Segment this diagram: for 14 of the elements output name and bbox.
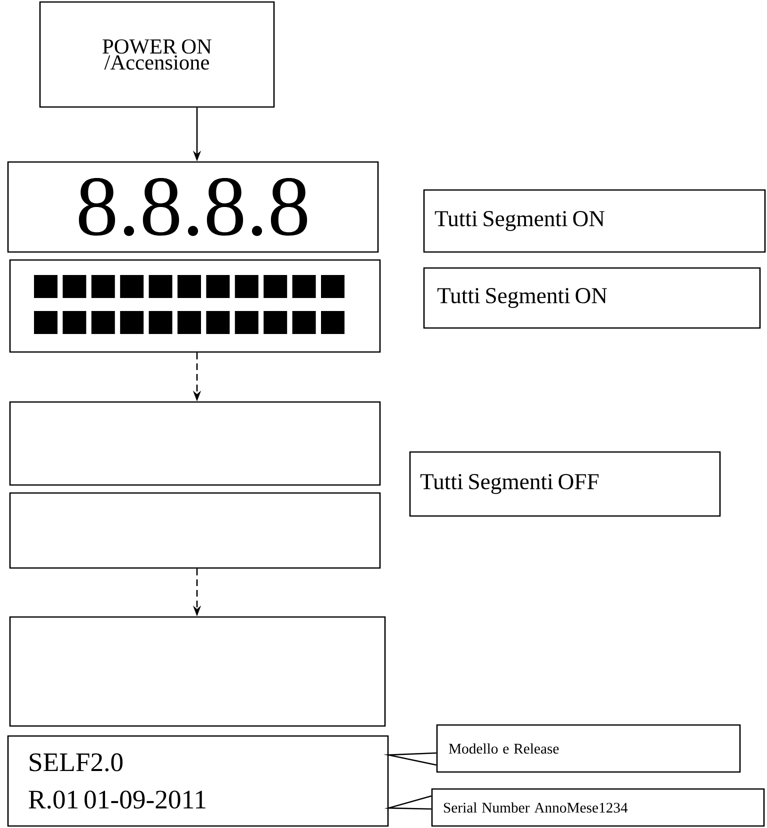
note-box: Tutti Segmenti ON	[423, 189, 766, 253]
display-box	[9, 401, 381, 486]
process-box: POWER ON /Accensione	[39, 1, 275, 108]
display-box: SELF2.0 R.01 01-09-2011	[7, 735, 389, 827]
callout-box: Modello e Release	[436, 724, 741, 773]
display-box	[9, 259, 381, 353]
display-box	[9, 616, 386, 727]
display-box: 8.8.8.8	[7, 161, 379, 253]
callout-box: Serial Number AnnoMese1234	[431, 788, 765, 827]
note-box: Tutti Segmenti ON	[423, 267, 761, 329]
leader-line	[384, 795, 432, 810]
display-box	[9, 492, 381, 569]
leader-line	[383, 752, 436, 766]
note-box: Tutti Segmenti OFF	[409, 451, 721, 517]
